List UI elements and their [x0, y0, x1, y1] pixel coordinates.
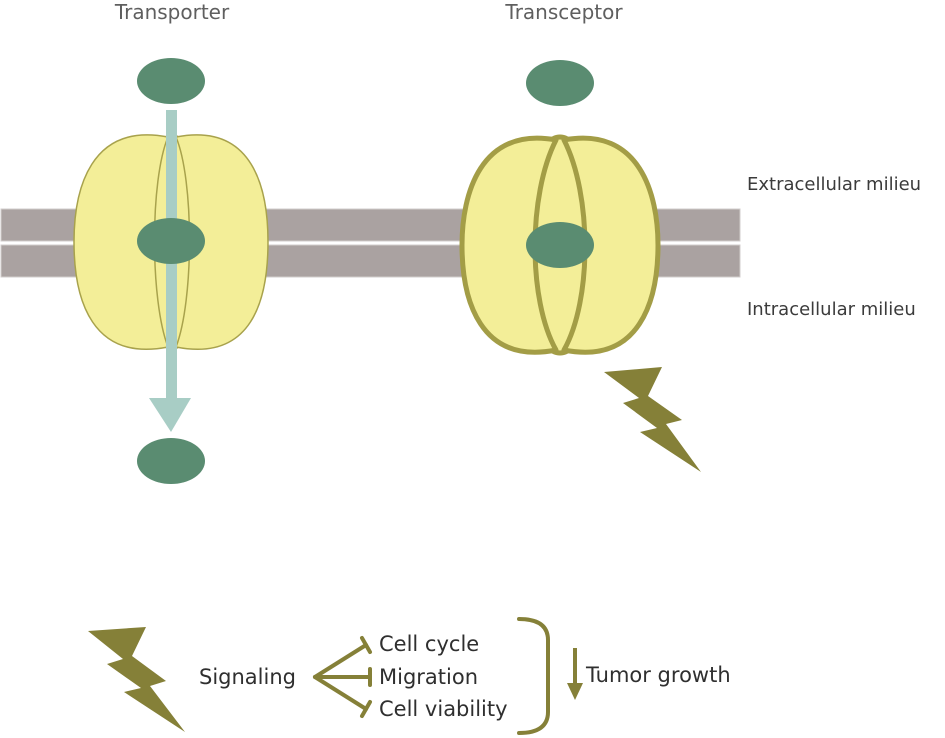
transporter-substrate-bound	[137, 218, 205, 264]
grouping-bracket	[517, 617, 550, 735]
transporter-substrate-inside	[137, 438, 205, 484]
extracellular-label: Extracellular milieu	[747, 174, 921, 195]
migration-label: Migration	[379, 665, 478, 689]
cell-viability-inhibition-line	[313, 675, 368, 711]
transceptor-substrate-outside	[526, 60, 594, 106]
transporter-substrate-outside	[137, 58, 205, 104]
transceptor-protein	[459, 134, 661, 356]
flux-arrow-head	[149, 398, 191, 432]
signaling-legend: Signaling Cell cycle Migration Cell viab…	[88, 617, 731, 735]
transporter-heading: Transporter	[114, 0, 230, 24]
signaling-label: Signaling	[199, 665, 296, 689]
cell-viability-label: Cell viability	[379, 697, 508, 721]
t-bar-inhibition-icon	[360, 636, 372, 654]
intracellular-label: Intracellular milieu	[747, 299, 916, 320]
legend-lightning-bolt-icon	[88, 627, 185, 732]
cell-cycle-inhibition-line	[313, 643, 368, 679]
transceptor-substrate-bound	[526, 222, 594, 268]
tumor-growth-label: Tumor growth	[585, 663, 731, 687]
down-arrow-icon	[567, 648, 583, 700]
cell-cycle-label: Cell cycle	[379, 632, 479, 656]
t-bar-inhibition-icon	[360, 700, 372, 718]
down-arrow-head	[567, 683, 583, 700]
inhibition-branches	[313, 636, 372, 718]
lightning-bolt-icon	[604, 367, 701, 472]
transceptor-heading: Transceptor	[504, 0, 623, 24]
down-arrow-shaft	[573, 648, 577, 686]
